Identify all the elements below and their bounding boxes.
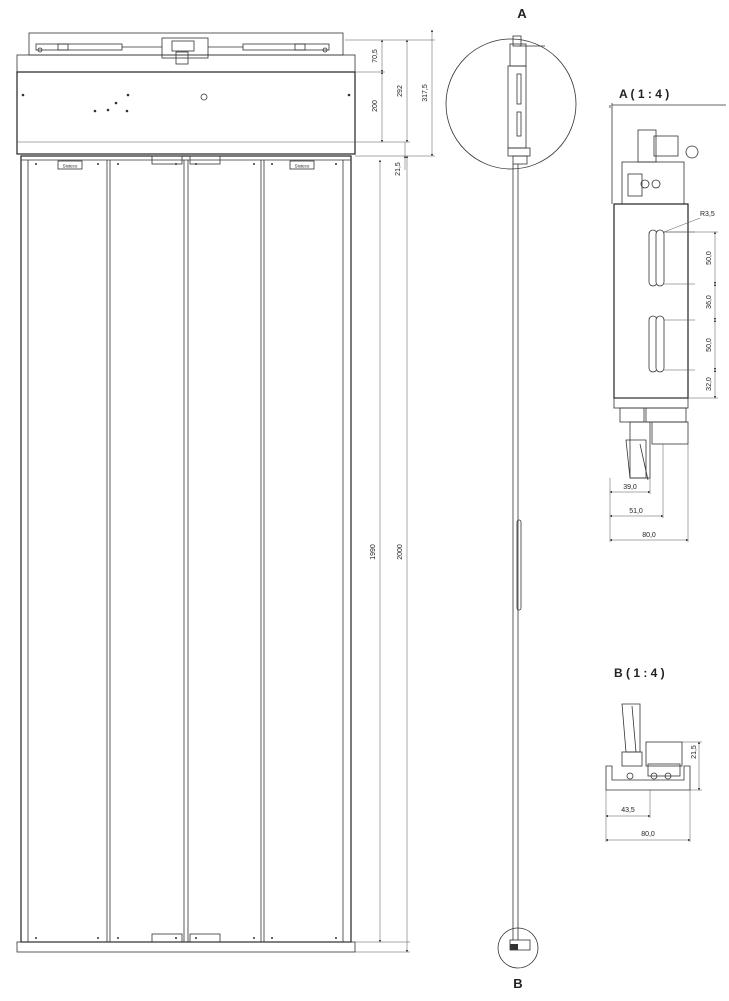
door-panels: Sisteco Sisteco <box>16 155 356 953</box>
section-a-letter: A <box>517 6 527 21</box>
dim-2000: 2000 <box>397 544 404 560</box>
detail-a: A ( 1 : 4 ) R3,5 50,0 36,0 50,0 32, <box>609 87 726 542</box>
dim-36: 36,0 <box>706 295 713 309</box>
side-view: A B <box>445 6 577 991</box>
dim-80-a: 80,0 <box>642 532 656 539</box>
dim-80-b: 80,0 <box>641 831 655 838</box>
dim-1990: 1990 <box>370 544 377 560</box>
detail-a-title: A ( 1 : 4 ) <box>619 87 669 101</box>
dim-43-5: 43,5 <box>621 807 635 814</box>
detail-b-circle <box>497 927 539 969</box>
operator-mechanism <box>28 32 344 65</box>
dim-r3-5: R3,5 <box>700 211 715 218</box>
dim-292: 292 <box>397 85 404 97</box>
dim-51: 51,0 <box>629 508 643 515</box>
right-brand-plate: Sisteco <box>295 164 310 169</box>
detail-b-title: B ( 1 : 4 ) <box>614 666 665 680</box>
front-dimensions: 70,5 200 292 317,5 21,5 1990 2000 <box>345 29 435 953</box>
dim-21-5: 21,5 <box>395 162 402 176</box>
dim-70-5: 70,5 <box>372 49 379 63</box>
detail-b: B ( 1 : 4 ) 21,5 43,5 80,0 <box>605 666 702 842</box>
left-brand-plate: Sisteco <box>63 164 78 169</box>
dim-32: 32,0 <box>706 377 713 391</box>
dim-50-a: 50,0 <box>706 251 713 265</box>
dim-50-b: 50,0 <box>706 338 713 352</box>
dim-317-5: 317,5 <box>422 84 429 102</box>
dim-39: 39,0 <box>623 484 637 491</box>
detail-a-circle <box>445 38 577 170</box>
section-b-letter: B <box>513 976 522 991</box>
dim-21-5-b: 21,5 <box>691 745 698 759</box>
dim-200: 200 <box>372 100 379 112</box>
front-view: Sisteco Sisteco <box>16 29 435 953</box>
header-box <box>16 54 356 155</box>
